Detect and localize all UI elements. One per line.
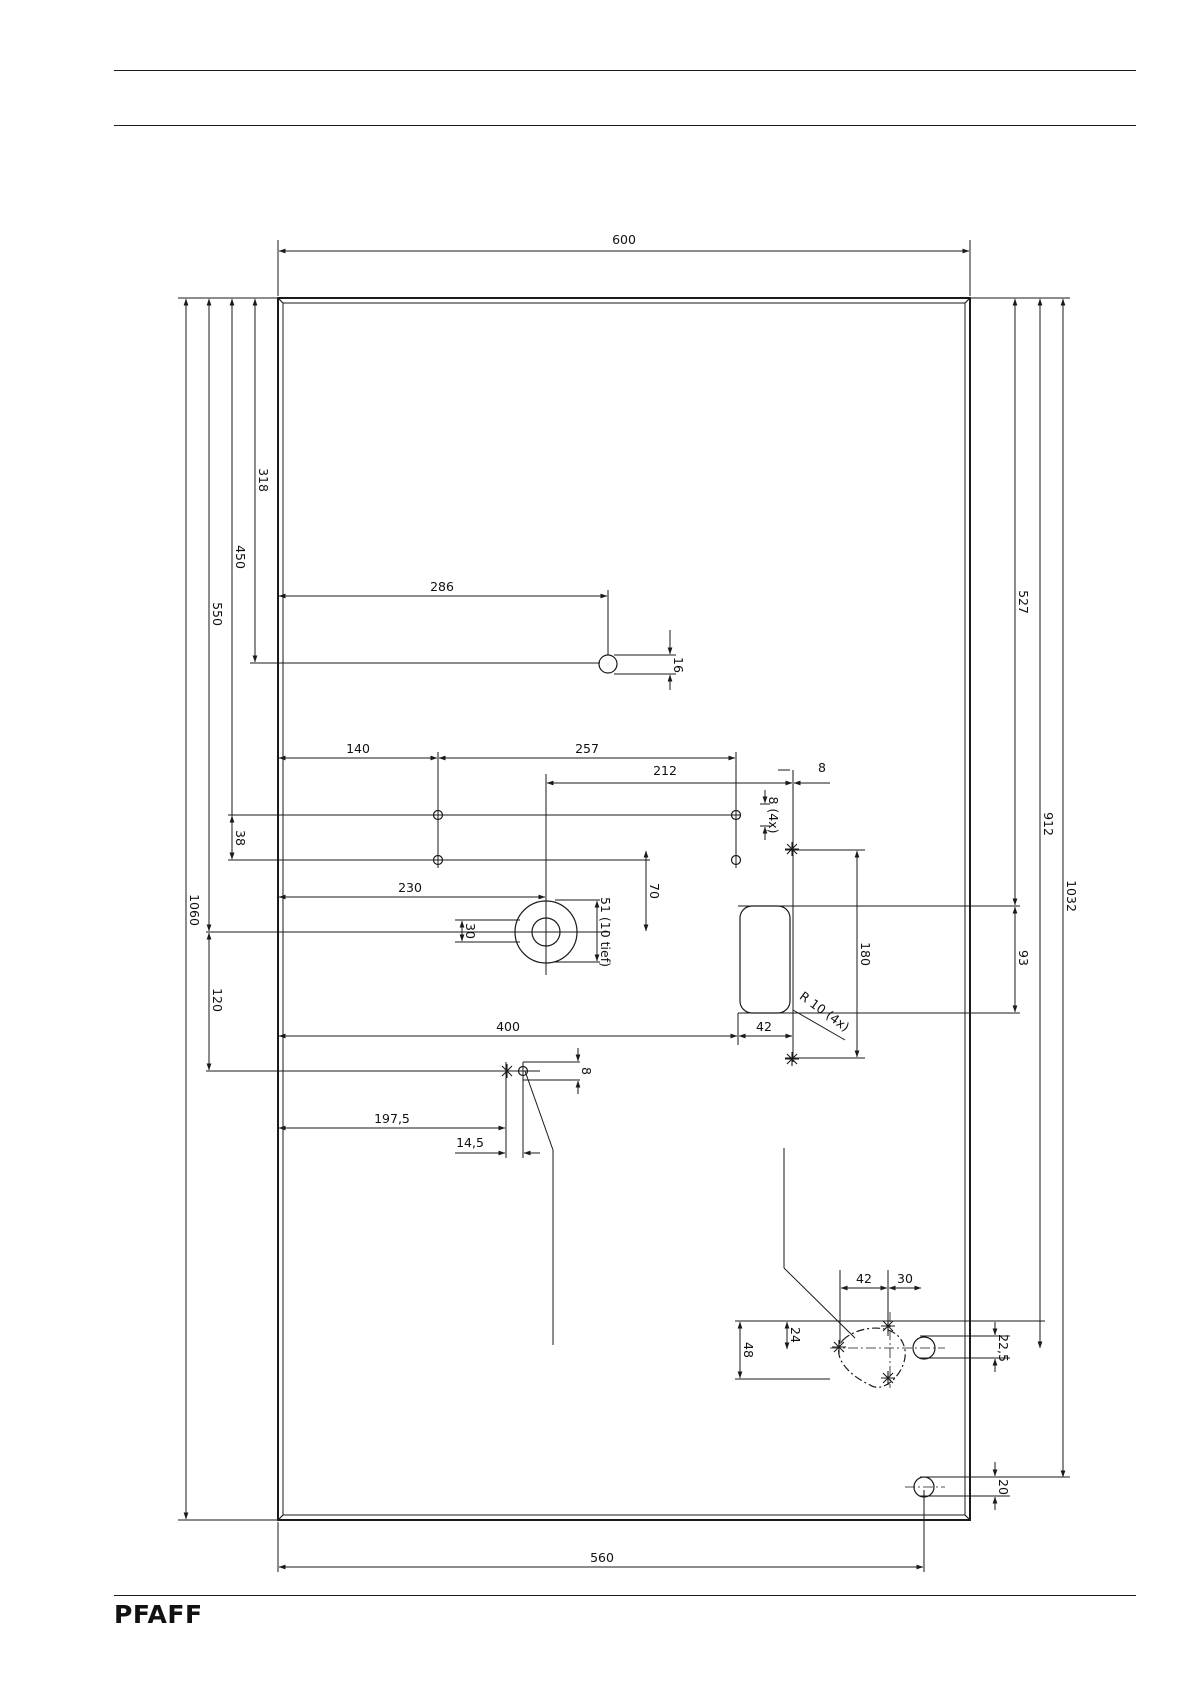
dim-70: 70 [647,883,662,899]
dim-20: 20 [996,1479,1011,1495]
dim-140: 140 [346,741,370,756]
dim-24: 24 [788,1327,803,1343]
footer-rule [114,1595,1136,1596]
dim-257: 257 [575,741,599,756]
dim-450: 450 [233,545,248,569]
dim-1032: 1032 [1064,880,1079,912]
dim-550: 550 [210,602,225,626]
dim-527: 527 [1016,590,1031,614]
dim-30: 30 [463,923,478,939]
dim-30-tri: 30 [897,1271,913,1286]
dim-197-5: 197,5 [374,1111,410,1126]
leader-lines [525,1010,855,1345]
pfaff-logo: PFAFF [114,1600,203,1629]
dim-38: 38 [233,830,248,846]
dimension-texts: 600 560 318 450 550 1060 120 38 527 912 … [187,232,1079,1565]
dim-600: 600 [612,232,636,247]
extension-lines [178,240,1070,1572]
dim-22-5: 22,5 [996,1334,1011,1362]
dim-212: 212 [653,763,677,778]
dim-8-4x: 8 (4x) [766,796,781,833]
dim-912: 912 [1041,812,1056,836]
dimension-lines [186,251,1063,1567]
dim-16: 16 [671,657,686,673]
dim-93: 93 [1016,950,1031,966]
dim-42-slot: 42 [756,1019,772,1034]
dim-286: 286 [430,579,454,594]
dim-230: 230 [398,880,422,895]
dim-8-top: 8 [818,760,826,775]
triangular-cutout [839,1328,906,1387]
slot-cutout [740,906,790,1013]
dim-8-small: 8 [579,1067,594,1075]
dim-1060: 1060 [187,894,202,926]
dim-42-tri: 42 [856,1271,872,1286]
hole-16 [599,655,617,673]
dim-14-5: 14,5 [456,1135,484,1150]
table-outline [278,298,970,1520]
dim-48: 48 [741,1342,756,1358]
centre-lines [505,892,945,1487]
dim-318: 318 [256,468,271,492]
holes [434,655,936,1497]
dim-400: 400 [496,1019,520,1034]
dim-51: 51 (10 tief) [598,897,613,967]
cross-marks [500,842,895,1385]
dim-120: 120 [210,988,225,1012]
dim-r10: R 10 (4x) [797,988,852,1034]
dim-180: 180 [858,942,873,966]
dim-560: 560 [590,1550,614,1565]
